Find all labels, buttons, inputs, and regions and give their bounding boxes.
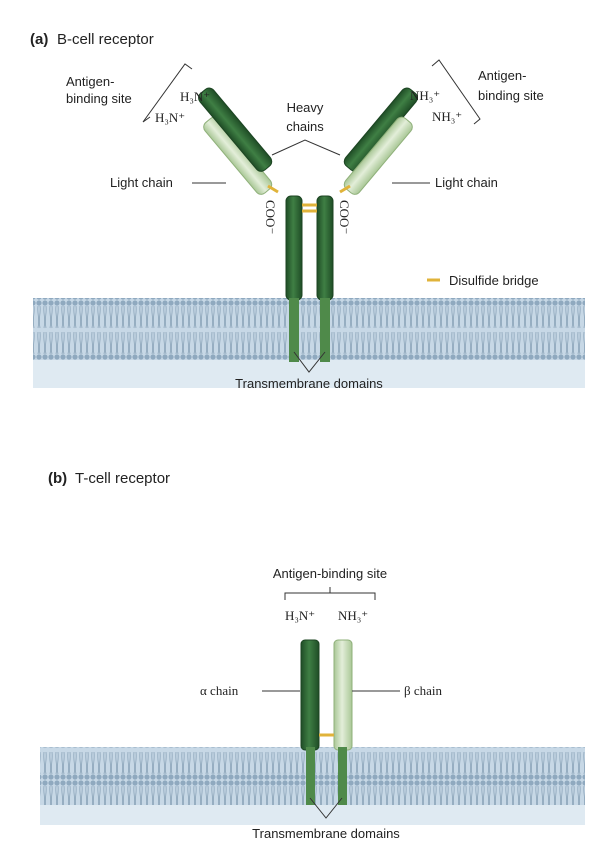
panel-a-prefix: (a) (30, 31, 48, 48)
alpha-transmembrane-domain (306, 747, 315, 805)
bcr-right-heavy-chain-stem (316, 195, 334, 301)
alpha-chain (300, 639, 320, 751)
heavy-chains-label-2: chains (286, 119, 324, 134)
h3n-left-heavy: H₃N⁺ (180, 89, 210, 104)
antigen-site-b-label: Antigen-binding site (273, 566, 387, 581)
coo-left-label: COO⁻ (263, 200, 278, 234)
nh3-b: NH₃⁺ (338, 608, 368, 623)
antigen-site-right-bracket (431, 59, 481, 125)
antigen-site-right-label-1: Antigen- (478, 68, 526, 83)
antigen-site-right-label-2: binding site (478, 88, 544, 103)
panel-b-title: T-cell receptor (75, 470, 170, 487)
heavy-chains-label-1: Heavy (287, 100, 324, 115)
transmembrane-pointer-a (293, 351, 326, 373)
panel-b-prefix: (b) (48, 470, 67, 487)
bcr-left-transmembrane-domain (289, 298, 299, 362)
heavy-chains-pointer (271, 139, 341, 156)
h3n-b: H₃N⁺ (285, 608, 315, 623)
nh3-right-heavy: NH₃⁺ (410, 88, 440, 103)
coo-right-label: COO⁻ (337, 200, 352, 234)
h3n-left-light: H₃N⁺ (155, 110, 185, 125)
bcr-left-heavy-chain-arm (198, 87, 273, 172)
light-chain-right-label: Light chain (435, 175, 498, 190)
bcr-right-light-chain (343, 116, 413, 195)
beta-transmembrane-domain (338, 747, 347, 805)
membrane-a (33, 298, 585, 388)
nh3-right-light: NH₃⁺ (432, 109, 462, 124)
bcr-right-transmembrane-domain (320, 298, 330, 362)
alpha-chain-label: α chain (200, 683, 239, 698)
disulfide-legend-label: Disulfide bridge (449, 273, 539, 288)
transmembrane-label-b: Transmembrane domains (252, 826, 400, 841)
bcr-disulfide-bridges (267, 184, 351, 213)
bcr-left-heavy-chain-stem (285, 195, 303, 301)
antigen-site-left-label-1: Antigen- (66, 74, 114, 89)
beta-chain (333, 639, 353, 751)
beta-chain-label: β chain (404, 683, 443, 698)
panel-a-title: B-cell receptor (57, 31, 154, 48)
antigen-site-left-bracket (142, 63, 193, 123)
light-chain-left-label: Light chain (110, 175, 173, 190)
transmembrane-pointer-b (309, 797, 343, 819)
transmembrane-label-a: Transmembrane domains (235, 376, 383, 391)
antigen-site-b-bracket (284, 587, 376, 600)
antigen-site-left-label-2: binding site (66, 91, 132, 106)
